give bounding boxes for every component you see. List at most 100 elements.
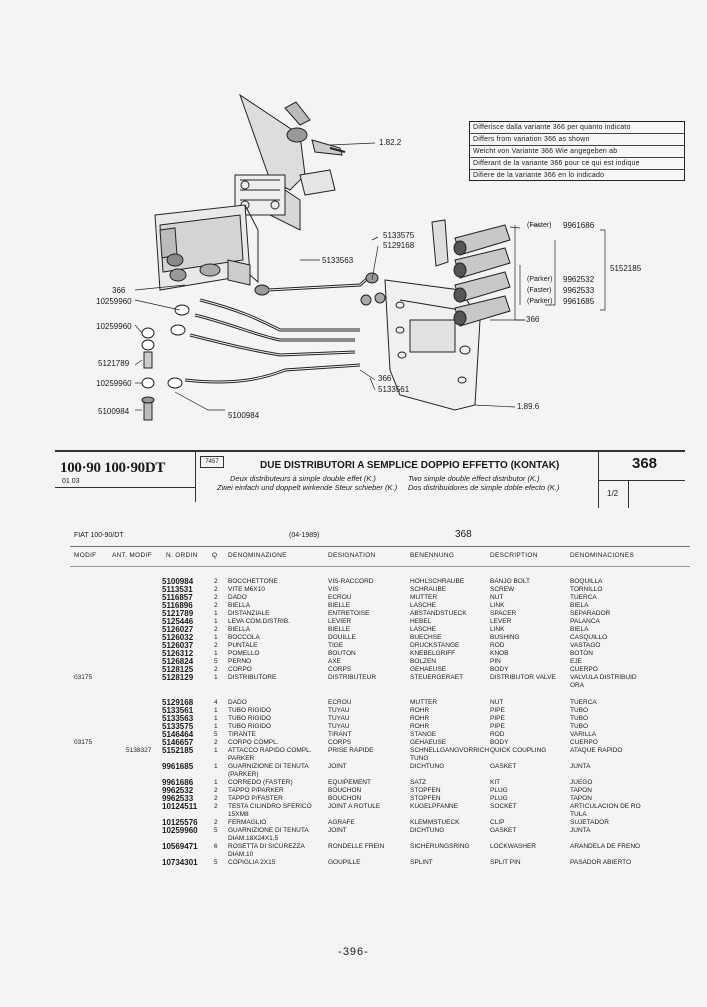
callout-5133561: 5133561 xyxy=(378,385,410,394)
cell-part-number: 5116857 xyxy=(162,593,193,602)
cell-benennung: SPLINT xyxy=(410,859,433,866)
cell-designation: JOINT A ROTULE xyxy=(328,803,381,810)
cell-description: KIT xyxy=(490,779,501,786)
cell-part-number: 5126037 xyxy=(162,641,194,650)
cell-denominaciones: TUBO xyxy=(570,715,589,722)
cell-quantity: 2 xyxy=(214,819,218,826)
callout-10259960: 10259960 xyxy=(96,379,132,388)
callout-faster: (Faster) xyxy=(527,287,552,294)
cell-benennung: ROHR xyxy=(410,723,430,730)
cell-description: BODY xyxy=(490,666,509,673)
cell-benennung: GEHAEUSE xyxy=(410,666,447,673)
cell-part-number: 5125446 xyxy=(162,617,194,626)
cell-denominazione: CORPO COMPL. xyxy=(228,739,279,746)
cell-denominaciones: JUNTA xyxy=(570,827,591,834)
col-denominaciones: DENOMINACIONES xyxy=(570,552,635,559)
variant-note-box: Differisce dalla variante 366 per quanto… xyxy=(469,121,685,181)
callout-9962533: 9962533 xyxy=(563,286,595,295)
header-rule xyxy=(55,487,195,488)
callout-5100984: 5100984 xyxy=(228,411,260,420)
cell-denominaciones: TORNILLO xyxy=(570,586,603,593)
callout-5129168: 5129168 xyxy=(383,241,415,250)
cell-benennung: SCHRAUBE xyxy=(410,586,447,593)
cell-benennung: BOLZEN xyxy=(410,658,437,665)
callout-faster: (Faster) xyxy=(527,222,552,229)
callout-366: 366 xyxy=(378,374,392,383)
cell-benennung: GEHAEUSE xyxy=(410,739,447,746)
header-divider xyxy=(628,480,629,508)
cell-quantity: 5 xyxy=(214,731,218,738)
cell-benennung: MUTTER xyxy=(410,594,438,601)
cell-part-number: 9961686 xyxy=(162,778,194,787)
cell-denominaciones: JUEGO xyxy=(570,779,593,786)
callout-10259960: 10259960 xyxy=(96,297,132,306)
title-fr: Deux distributeurs à simple double effet… xyxy=(230,474,376,483)
cell-quantity: 2 xyxy=(214,666,218,673)
cell-designation: RONDELLE FREIN xyxy=(328,843,385,850)
header-rule xyxy=(598,480,685,481)
cell-quantity: 1 xyxy=(214,618,218,625)
cell-modif: 03175 xyxy=(74,739,93,746)
callout-5133575: 5133575 xyxy=(383,231,415,240)
cell-part-number: 5133575 xyxy=(162,722,194,731)
cell-denominaciones: TUERCA xyxy=(570,594,597,601)
revision-date: (04-1989) xyxy=(289,532,320,539)
header-top-rule xyxy=(55,450,685,452)
cell-quantity: 2 xyxy=(214,795,218,802)
cell-quantity: 5 xyxy=(214,859,218,866)
cell-denominaciones: SUJETADOR xyxy=(570,819,609,826)
cell-benennung: BUECHSE xyxy=(410,634,442,641)
cell-denominaciones: CUERPO xyxy=(570,739,598,746)
cell-part-number: 5126312 xyxy=(162,649,194,658)
cell-denominaciones: EJE xyxy=(570,658,582,665)
cell-denominaciones: BIELA xyxy=(570,626,589,633)
cell-description: NUT xyxy=(490,699,504,706)
variant-note-en: Differs from variation 366 as shown xyxy=(470,133,684,145)
cell-denominaciones: PALANCA xyxy=(570,618,600,625)
cell-denominaciones: VARILLA xyxy=(570,731,597,738)
cell-description: PLUG xyxy=(490,795,508,802)
cell-denominaciones: CUERPO xyxy=(570,666,598,673)
callout-5133563: 5133563 xyxy=(322,256,354,265)
col-description: DESCRIPTION xyxy=(490,552,538,559)
cell-denominazione: TIRANTE xyxy=(228,731,256,738)
cell-designation: JOINT xyxy=(328,763,347,770)
cell-designation: EQUIPEMENT xyxy=(328,779,371,786)
cell-description: ROD xyxy=(490,731,505,738)
cell-quantity: 6 xyxy=(214,843,218,850)
page-title: DUE DISTRIBUTORI A SEMPLICE DOPPIO EFFET… xyxy=(260,460,560,471)
cell-designation: ECROU xyxy=(328,594,352,601)
cell-designation: GOUPILLE xyxy=(328,859,361,866)
cell-description: DISTRIBUTOR VALVE xyxy=(490,674,556,681)
cell-description: PIPE xyxy=(490,707,505,714)
exploded-parts-diagram xyxy=(134,93,606,421)
cell-benennung: MUTTER xyxy=(410,699,438,706)
col-modif: MODIF xyxy=(74,552,97,559)
cell-denominazione: TAPPO P/PARKER xyxy=(228,787,284,794)
col-denominazione: DENOMINAZIONE xyxy=(228,552,287,559)
title-en: Two simple double effect distributor (K.… xyxy=(408,474,540,483)
cell-benennung: ABSTANDSTUECK xyxy=(410,610,467,617)
cell-designation: TUYAU xyxy=(328,707,350,714)
cell-designation: CORPS xyxy=(328,666,352,673)
cell-part-number: 5126824 xyxy=(162,657,194,666)
cell-denominaciones: SEPARADOR xyxy=(570,610,611,617)
cell-quantity: 1 xyxy=(214,779,218,786)
cell-designation: VIS xyxy=(328,586,339,593)
cell-denominazione: TUBO RIGIDO xyxy=(228,723,271,730)
cell-part-number: 5146657 xyxy=(162,738,194,747)
cell-quantity: 2 xyxy=(214,803,218,810)
cell-denominazione: CORREDO (FASTER) xyxy=(228,779,293,786)
cell-denominazione: PUNTALE xyxy=(228,642,258,649)
drawing-tag: 7457 xyxy=(200,456,224,468)
cell-part-number: 5128129 xyxy=(162,673,194,682)
cell-designation: CORPS xyxy=(328,739,352,746)
cell-designation: JOINT xyxy=(328,827,347,834)
cell-part-number: 5133563 xyxy=(162,714,194,723)
cell-description: ROD xyxy=(490,642,505,649)
variant-note-de: Weicht von Variante 366 Wie angegeben ab xyxy=(470,145,684,157)
